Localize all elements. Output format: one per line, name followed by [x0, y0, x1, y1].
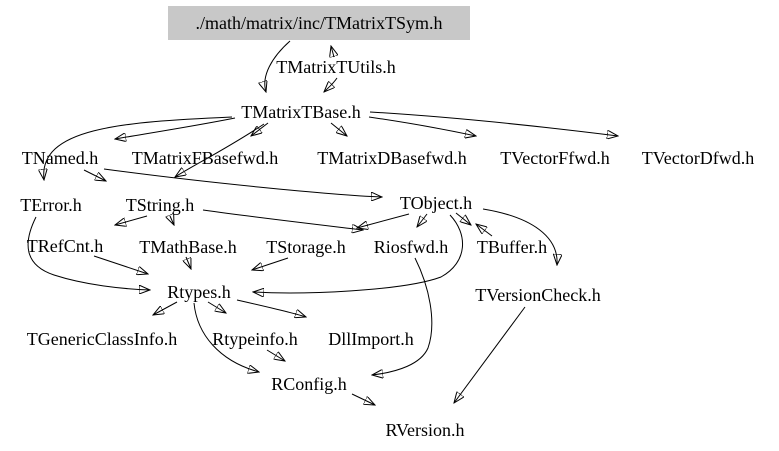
edge-tstring-to-tmathbase [170, 216, 174, 225]
edge-tmathbase-to-rtypes [186, 256, 191, 269]
edge-terror-to-rtypes [27, 216, 150, 290]
edge-tnamed-to-tobject [103, 168, 382, 197]
node-dllimport[interactable]: DllImport.h [328, 329, 414, 349]
edge-tmatrixtbase-to-terror [44, 116, 233, 180]
node-rtypeinfo[interactable]: Rtypeinfo.h [212, 329, 298, 349]
edge-tmatrixtutils-to-tmatrixtbase [324, 77, 338, 92]
edge-rtypeinfo-to-rconfig [266, 349, 285, 361]
node-rconfig[interactable]: RConfig.h [271, 374, 347, 394]
edge-tstring-to-trefcnt [115, 215, 148, 225]
node-tmatrixdbasefwd[interactable]: TMatrixDBasefwd.h [317, 148, 467, 168]
node-tmatrixfbasefwd[interactable]: TMatrixFBasefwd.h [131, 148, 279, 168]
edge-tmatrixtbase-to-tnamed [115, 117, 236, 139]
edge-trefcnt-to-rtypes [93, 255, 148, 274]
edge-rtypes-to-rtypeinfo [207, 301, 226, 313]
node-tmatrixtutils[interactable]: TMatrixTUtils.h [276, 57, 396, 77]
node-tbuffer[interactable]: TBuffer.h [476, 237, 548, 257]
edge-tstring-to-riosfwd [202, 209, 363, 230]
edge-tobject-to-riosfwd [417, 213, 428, 227]
edge-rconfig-to-rversion [351, 393, 375, 405]
node-tmathbase[interactable]: TMathBase.h [139, 237, 237, 257]
edge-tobject-to-tbuffer [455, 212, 471, 225]
node-tobject[interactable]: TObject.h [399, 193, 473, 213]
node-tvectorffwd[interactable]: TVectorFfwd.h [500, 148, 610, 168]
edge-rtypes-to-rconfig [193, 302, 259, 372]
edge-tbuffer-to-tobject [476, 224, 493, 237]
edge-rtypes-to-dllimport [236, 299, 306, 317]
edge-tobject-to-tstorage [357, 213, 410, 228]
edge-rtypes-to-tgenericclassinfo [153, 301, 178, 315]
node-tstring[interactable]: TString.h [125, 195, 195, 215]
node-tmatrixtbase[interactable]: TMatrixTBase.h [241, 102, 361, 122]
node-rversion[interactable]: RVersion.h [385, 420, 465, 440]
node-tmatrixtsym-root: ./math/matrix/inc/TMatrixTSym.h [168, 6, 470, 40]
node-rtypes[interactable]: Rtypes.h [167, 282, 231, 302]
edge-tversioncheck-to-rversion [454, 306, 526, 403]
node-tversioncheck[interactable]: TVersionCheck.h [475, 285, 601, 305]
node-riosfwd[interactable]: Riosfwd.h [373, 237, 449, 257]
node-trefcnt[interactable]: TRefCnt.h [26, 236, 104, 256]
node-terror[interactable]: TError.h [20, 195, 82, 215]
node-tstorage[interactable]: TStorage.h [266, 237, 346, 257]
edge-tmatrixtutils-to-tmatrixtsym [331, 46, 334, 57]
edge-riosfwd-to-rconfig [372, 257, 433, 375]
edge-tobject-to-rtypes [253, 214, 463, 293]
edge-tmatrixtbase-to-tmatrixdbasefwd [330, 122, 347, 136]
edge-tmatrixtbase-to-tvectordfwd [369, 111, 618, 136]
edge-tobject-to-tversioncheck [482, 208, 557, 265]
edge-tmatrixtbase-to-tvectorffwd [368, 116, 476, 136]
edge-tstorage-to-rtypes [252, 257, 289, 270]
edge-tmatrixtsym-to-tmatrixtbase [265, 40, 291, 92]
edge-tnamed-to-tstring [83, 169, 106, 181]
edge-tmatrixtbase-to-tmatrixfbasefwd [251, 122, 269, 136]
node-tnamed[interactable]: TNamed.h [21, 148, 99, 168]
node-tgenericclassinfo[interactable]: TGenericClassInfo.h [26, 329, 178, 349]
node-tvectordfwd[interactable]: TVectorDfwd.h [641, 148, 755, 168]
edge-tmatrixtbase-to-tstring [175, 123, 265, 177]
